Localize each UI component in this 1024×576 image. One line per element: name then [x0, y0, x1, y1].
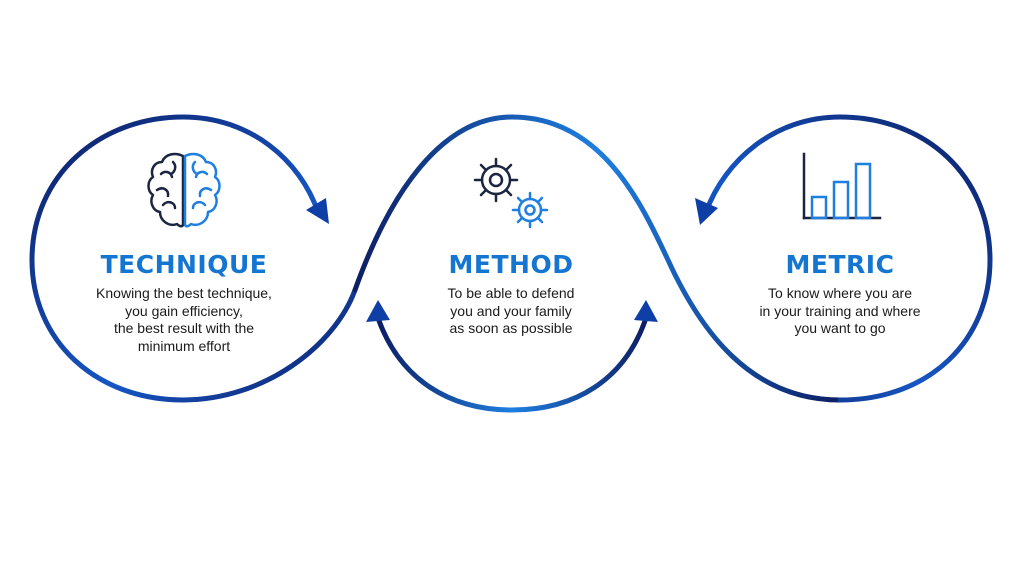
s-curve-path: [352, 114, 843, 403]
middle-bottom-arc: [375, 315, 649, 413]
arrowhead-middle-right: [634, 300, 658, 322]
method-title: METHOD: [448, 250, 574, 279]
arrowhead-right: [695, 198, 718, 225]
arrowhead-left: [306, 198, 329, 224]
right-loop-path: [703, 114, 993, 403]
metric-block: METRIC To know where you are in your tra…: [720, 252, 960, 338]
technique-title: TECHNIQUE: [100, 250, 268, 279]
arrowhead-middle-left: [366, 300, 390, 322]
technique-block: TECHNIQUE Knowing the best technique, yo…: [62, 252, 306, 355]
bar-chart-icon: [802, 152, 882, 220]
gears-icon: [473, 157, 549, 229]
brain-icon: [147, 152, 221, 228]
metric-description: To know where you are in your training a…: [759, 285, 921, 336]
metric-title: METRIC: [785, 250, 895, 279]
method-description: To be able to defend you and your family…: [447, 285, 575, 336]
method-block: METHOD To be able to defend you and your…: [405, 252, 617, 338]
left-loop-path: [29, 114, 358, 403]
technique-description: Knowing the best technique, you gain eff…: [96, 285, 272, 354]
